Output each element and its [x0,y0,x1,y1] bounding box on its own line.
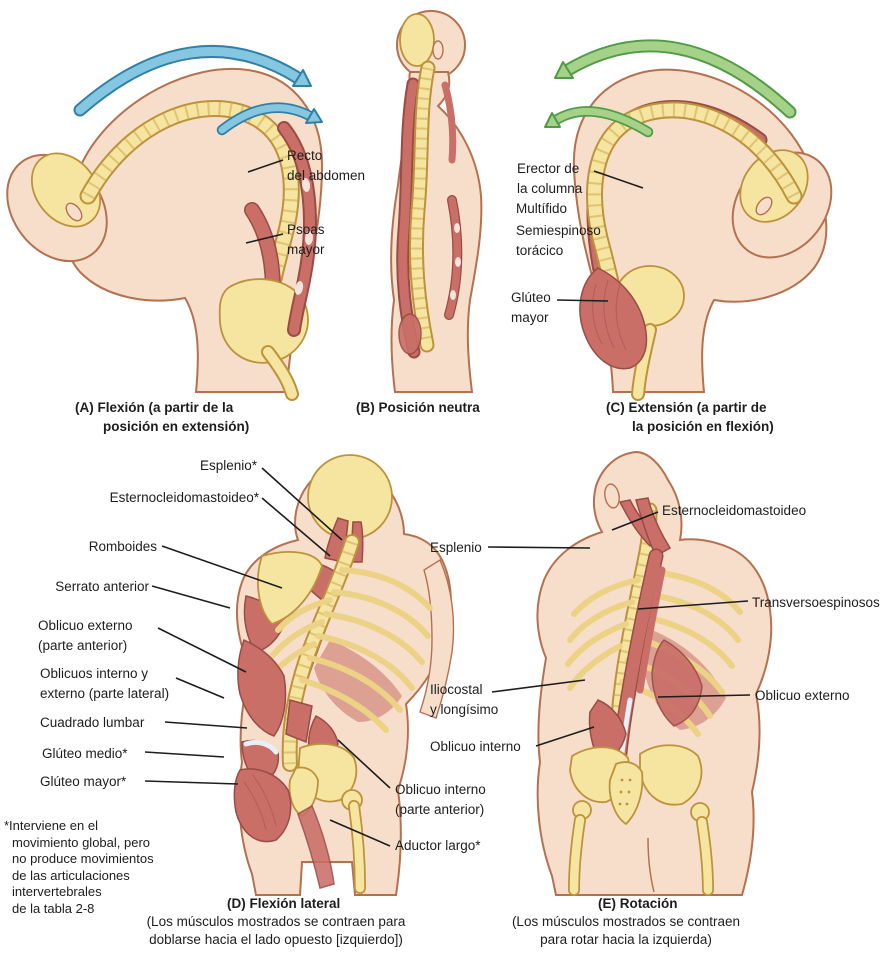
caption-c-line1: (C) Extensión (a partir de [606,400,767,415]
leader-lines-a [245,159,284,244]
label-gluteo-medio: Glúteo medio* [42,746,128,761]
label-gluteo-mayor-d: Glúteo mayor* [40,774,127,789]
label-oblicuo-interno-d: Oblicuo interno (parte anterior) [395,782,486,817]
leader-lines-d [144,467,391,847]
label-oblicuo-externo-e: Oblicuo externo [755,688,850,703]
caption-b: (B) Posición neutra [356,400,480,415]
label-oblicuo-externo-d: Oblicuo externo (parte anterior) [38,618,133,653]
label-esternocleidomastoideo-d: Esternocleidomastoideo* [109,490,259,505]
label-recto-del-abdomen: Recto del abdomen [287,148,366,183]
footnote: *Interviene en el movimiento global, per… [4,818,154,916]
figure-rotation [487,450,773,896]
leader-lines-e [487,511,751,747]
leader-lines-c [556,170,644,302]
caption-d-note: (Los músculos mostrados se contraen para… [146,914,406,947]
label-psoas-mayor: Psoas mayor [287,222,325,257]
label-esplenio-d: Esplenio* [199,458,257,473]
flexion-arrows-icon [73,45,323,136]
head-extension [731,149,833,259]
figure-neutral [390,10,483,393]
caption-d-title: (D) Flexión lateral [227,896,341,911]
label-esplenio-e: Esplenio [430,540,482,555]
label-oblicuo-interno-e: Oblicuo interno [430,739,521,754]
label-aductor-largo: Aductor largo* [395,838,481,853]
label-gluteo-mayor-c: Glúteo mayor [511,290,551,325]
head-flexion [6,152,108,263]
caption-c-line2: la posición en flexión) [632,419,774,434]
label-cuadrado-lumbar: Cuadrado lumbar [40,715,145,730]
label-erector-columna: Erector de la columna [517,161,583,196]
label-transversoespinosos: Transversoespinosos [752,595,880,610]
extension-arrows-icon [544,39,797,138]
figure-flexion [6,45,324,401]
label-oblicuos-interno-externo: Oblicuos interno y externo (parte latera… [40,666,170,701]
label-esternocleidomastoideo-e: Esternocleidomastoideo [662,503,807,518]
label-romboides: Romboides [88,539,157,554]
label-iliocostal-longisimo: Iliocostal y longísimo [430,682,499,717]
label-multifido: Multífido [516,201,568,216]
caption-e-note: (Los músculos mostrados se contraen para… [511,914,741,947]
caption-a-line2: posición en extensión) [103,419,250,434]
figure-extension [544,39,833,401]
figure-lateral-flexion [144,454,455,896]
caption-e-title: (E) Rotación [598,896,678,911]
label-serrato-anterior: Serrato anterior [55,579,149,594]
caption-a-line1: (A) Flexión (a partir de la [75,400,234,415]
label-semiespinoso-toracico: Semiespinoso torácico [516,223,601,258]
